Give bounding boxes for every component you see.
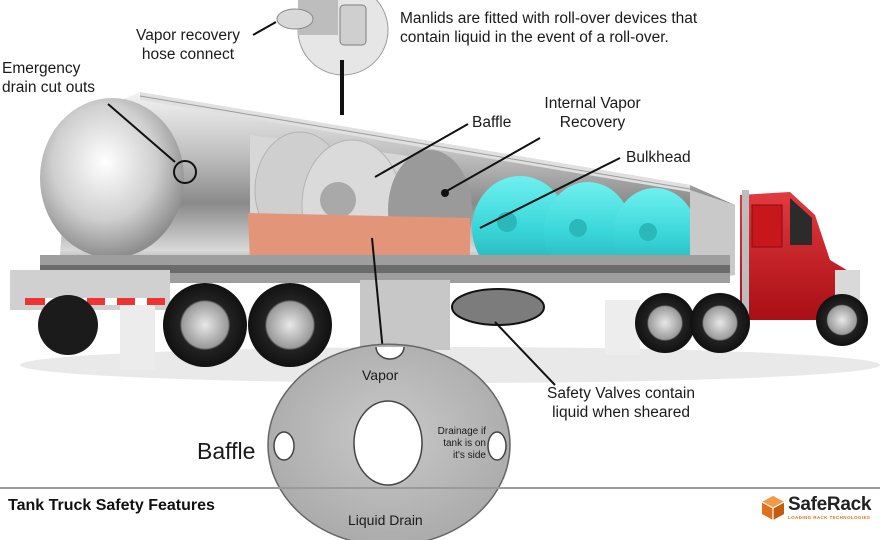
label-internal-vapor-line1: Internal Vapor <box>544 95 641 112</box>
footer-title: Tank Truck Safety Features <box>8 497 215 514</box>
baffle-detail-title: Baffle <box>197 438 256 464</box>
safety-valves-marker <box>451 288 545 326</box>
tank-rear-cap <box>40 98 184 258</box>
brand-tagline: LOADING RACK TECHNOLOGIES <box>788 515 871 520</box>
label-vapor-recovery: Vapor recovery hose connect <box>118 26 258 64</box>
label-vapor-recovery-line1: Vapor recovery <box>136 27 240 44</box>
chassis <box>10 255 730 370</box>
trailer-wheels <box>38 283 332 367</box>
manlid-inset <box>276 0 389 115</box>
baffle-drainage-line3: it's side <box>452 450 486 461</box>
label-vapor-recovery-line2: hose connect <box>141 46 235 63</box>
label-internal-vapor-line2: Recovery <box>559 114 626 131</box>
label-internal-vapor: Internal Vapor Recovery <box>530 94 655 132</box>
tractor-wheels <box>635 293 868 353</box>
baffle-vapor-label: Vapor <box>362 367 399 383</box>
internal-vapor-marker <box>441 189 449 197</box>
emergency-drain-marker <box>173 160 197 184</box>
baffle-drainage-line2: tank is on <box>443 438 486 449</box>
liquid-layer <box>248 213 470 268</box>
saferack-logo: SafeRack LOADING RACK TECHNOLOGIES <box>760 494 878 524</box>
label-emergency-line1: Emergency <box>2 60 81 77</box>
label-manlids-line1: Manlids are fitted with roll-over device… <box>400 10 698 27</box>
label-manlids: Manlids are fitted with roll-over device… <box>400 9 697 47</box>
leader-lines <box>107 21 621 386</box>
label-bulkhead: Bulkhead <box>626 149 691 166</box>
label-emergency-drain: Emergency drain cut outs <box>2 59 95 97</box>
saferack-cube-icon <box>761 496 785 520</box>
baffle-drainage-line1: Drainage if <box>437 426 486 437</box>
label-emergency-line2: drain cut outs <box>2 79 96 96</box>
baffle-plate <box>267 343 511 540</box>
label-safety-valves-line1: Safety Valves contain <box>547 385 695 402</box>
label-manlids-line2: contain liquid in the event of a roll-ov… <box>400 29 669 46</box>
label-baffle: Baffle <box>472 114 512 131</box>
label-safety-valves-line2: liquid when sheared <box>552 404 690 421</box>
baffle-liquid-drain-label: Liquid Drain <box>348 512 423 528</box>
baffle-drainage-label: Drainage if tank is on it's side <box>416 426 486 462</box>
brand-name: SafeRack <box>788 494 872 515</box>
label-safety-valves: Safety Valves contain liquid when sheare… <box>532 384 710 422</box>
footer-divider <box>0 487 880 489</box>
